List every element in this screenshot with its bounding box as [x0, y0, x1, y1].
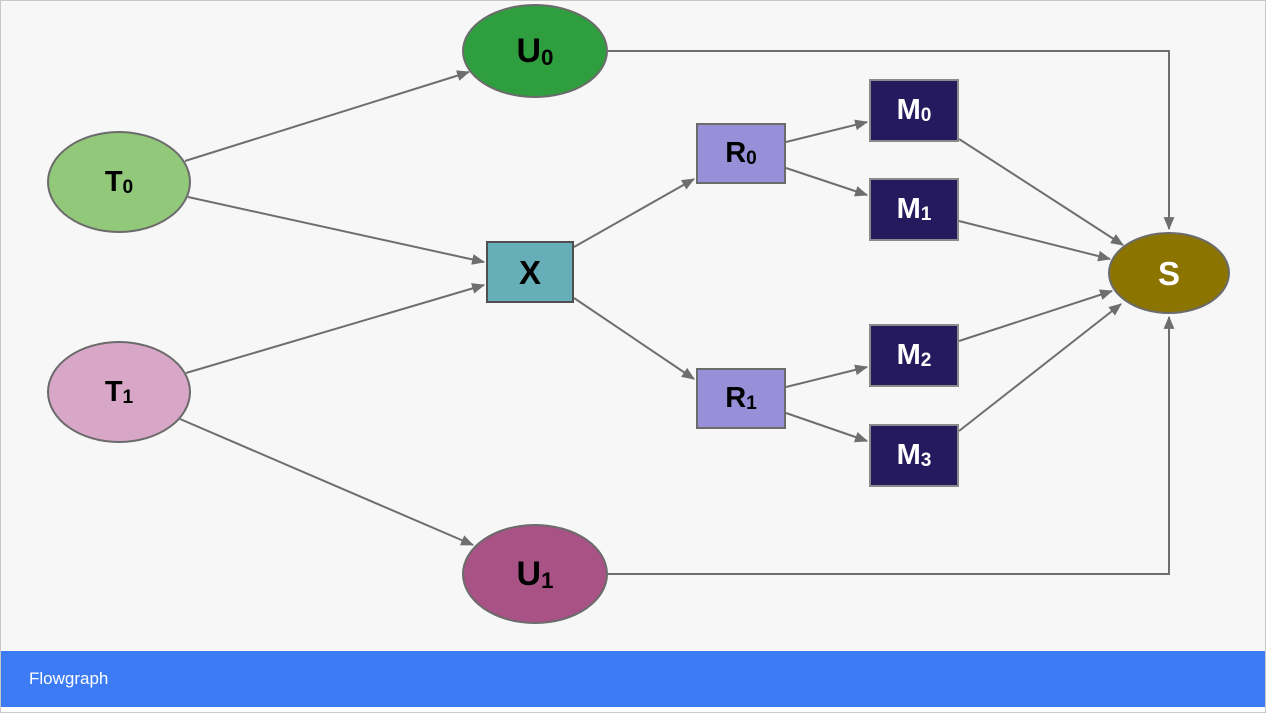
edge-R0-M1 [785, 167, 869, 197]
edge-T1-U1 [179, 418, 474, 546]
edges-layer [179, 50, 1175, 575]
node-R0-label: R0 [725, 137, 757, 170]
node-M0: M0 [869, 79, 959, 142]
node-R0: R0 [696, 123, 786, 184]
node-T0: T0 [47, 131, 191, 233]
edge-M2-S [958, 289, 1114, 342]
node-X: X [486, 241, 574, 303]
node-M0-label: M0 [896, 94, 932, 127]
edge-U0-S [608, 50, 1175, 231]
edge-M3-S [958, 303, 1122, 432]
edge-U1-S [608, 315, 1175, 575]
node-X-label: X [518, 253, 541, 291]
edge-X-R1 [573, 297, 695, 380]
node-M2: M2 [869, 324, 959, 387]
node-T1: T1 [47, 341, 191, 443]
node-M2-label: M2 [896, 339, 932, 372]
edge-X-R0 [573, 178, 695, 248]
node-T1-label: T1 [104, 375, 134, 408]
edge-T0-X [187, 196, 486, 265]
node-S-label: S [1157, 254, 1180, 292]
edge-M0-S [958, 138, 1124, 246]
node-R1: R1 [696, 368, 786, 429]
edge-T0-U0 [184, 70, 471, 162]
node-M1: M1 [869, 178, 959, 241]
node-M3-label: M3 [896, 439, 932, 472]
graph-area: T0 T1 U0 U1 X R0 R1 M0 M1 M2 M [1, 1, 1265, 651]
node-M1-label: M1 [896, 193, 932, 226]
edge-R1-M2 [785, 364, 869, 388]
node-U1-label: U1 [516, 555, 554, 593]
edge-R1-M3 [785, 412, 869, 443]
status-bar-title: Flowgraph [29, 669, 109, 688]
node-U0: U0 [462, 4, 608, 98]
edge-R0-M0 [785, 119, 869, 143]
node-M3: M3 [869, 424, 959, 487]
node-R1-label: R1 [725, 382, 757, 415]
node-S: S [1108, 232, 1230, 314]
edge-M1-S [958, 220, 1112, 262]
node-T0-label: T0 [104, 165, 134, 198]
edge-T1-X [185, 283, 486, 374]
node-U1: U1 [462, 524, 608, 624]
status-bar: Flowgraph [1, 651, 1265, 707]
node-U0-label: U0 [516, 32, 554, 70]
